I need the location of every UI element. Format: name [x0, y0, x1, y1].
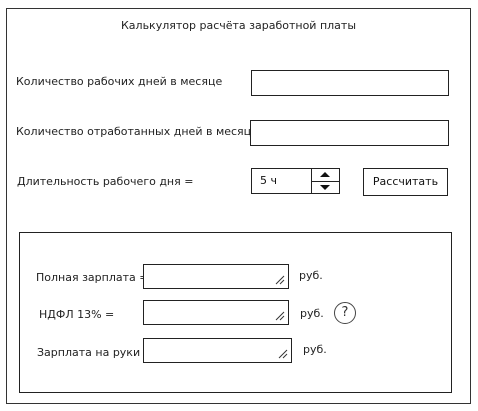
spin-down-button[interactable] — [312, 181, 339, 193]
arrow-down-icon — [320, 185, 330, 190]
full-salary-label: Полная зарплата = — [36, 271, 149, 284]
arrow-up-icon — [320, 172, 330, 177]
net-salary-label: Зарплата на руки = — [37, 346, 153, 359]
work-days-label: Количество рабочих дней в месяце — [16, 75, 223, 88]
net-salary-unit: руб. — [303, 343, 327, 356]
results-panel: Полная зарплата = руб. НДФЛ 13% = руб. ?… — [19, 232, 452, 393]
work-days-input[interactable] — [251, 70, 449, 96]
ndfl-unit: руб. — [300, 307, 324, 320]
spin-arrows — [311, 169, 339, 193]
day-length-label: Длительность рабочего дня = — [17, 175, 194, 188]
resize-grip-icon — [275, 275, 285, 285]
ndfl-label: НДФЛ 13% = — [39, 308, 115, 321]
window-title: Калькулятор расчёта заработной платы — [120, 19, 357, 32]
calculate-button[interactable]: Рассчитать — [363, 168, 448, 196]
spin-up-button[interactable] — [312, 169, 339, 181]
day-length-spinbox[interactable]: 5 ч — [251, 168, 340, 194]
help-icon[interactable]: ? — [334, 302, 356, 324]
full-salary-output[interactable] — [143, 264, 289, 289]
resize-grip-icon — [275, 311, 285, 321]
worked-days-label: Количество отработанных дней в месяце — [16, 125, 258, 138]
salary-calculator-window: Калькулятор расчёта заработной платы Кол… — [6, 8, 471, 404]
ndfl-output[interactable] — [143, 300, 289, 325]
net-salary-output[interactable] — [143, 338, 292, 363]
worked-days-input[interactable] — [250, 120, 449, 146]
full-salary-unit: руб. — [299, 269, 323, 282]
day-length-value[interactable]: 5 ч — [260, 174, 277, 187]
resize-grip-icon — [278, 349, 288, 359]
